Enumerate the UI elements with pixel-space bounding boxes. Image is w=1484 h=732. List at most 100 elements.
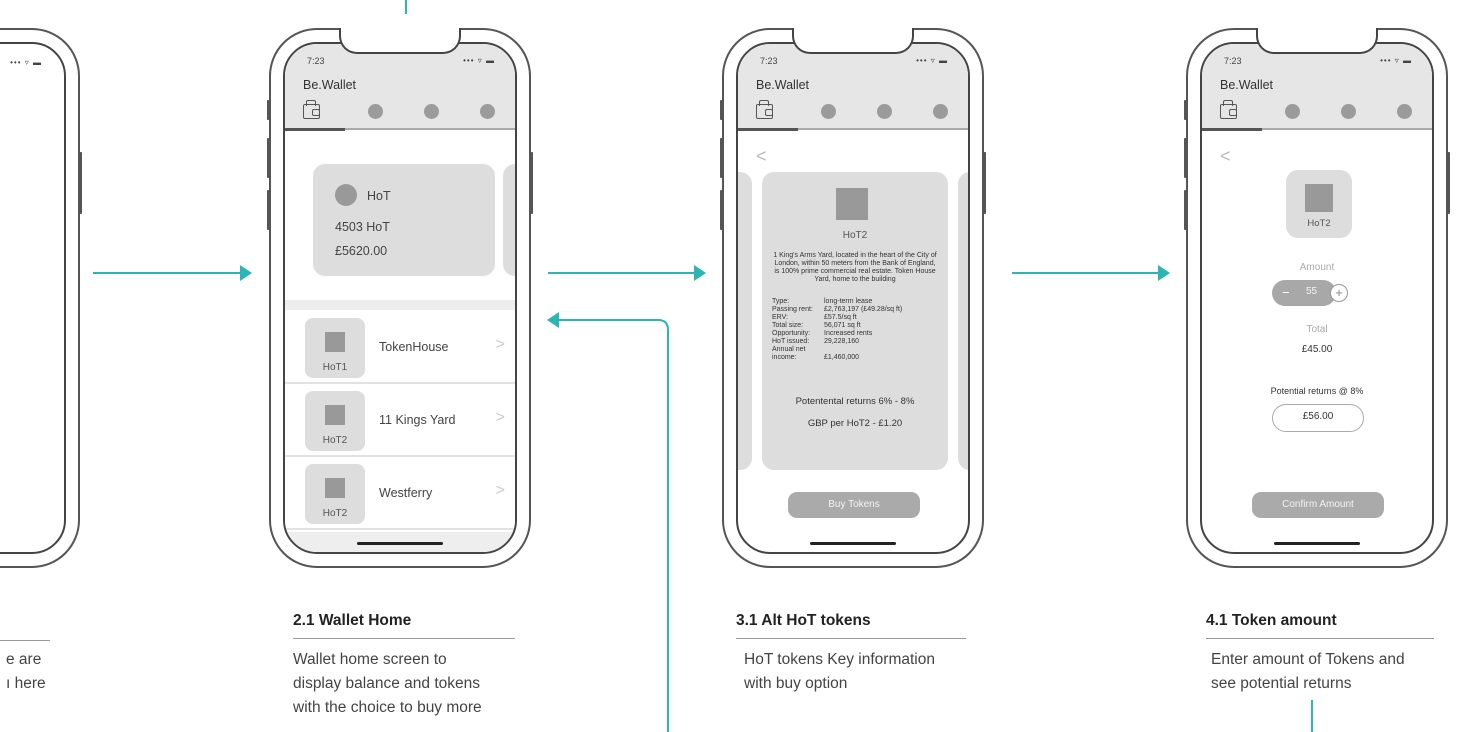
tab-bar bbox=[1202, 100, 1432, 124]
partial-caption-line bbox=[0, 640, 50, 641]
app-title: Be.Wallet bbox=[756, 78, 810, 92]
next-balance-card[interactable] bbox=[503, 164, 515, 276]
token-name: TokenHouse bbox=[379, 340, 449, 354]
returns-value: £56.00 bbox=[1302, 411, 1334, 422]
amount-stepper[interactable] bbox=[1272, 280, 1336, 306]
token-row[interactable]: HoT2 11 Kings Yard > bbox=[285, 385, 515, 457]
partial-phone: ••• ▿ ▬ bbox=[0, 28, 82, 568]
tab-dot-icon[interactable] bbox=[424, 104, 439, 119]
token-thumb-label: HoT2 bbox=[322, 508, 348, 519]
home-indicator[interactable] bbox=[810, 542, 896, 545]
confirm-amount-button[interactable]: Confirm Amount bbox=[1252, 492, 1384, 518]
prev-token-card[interactable] bbox=[738, 172, 752, 470]
detail-value: 56,071 sq ft bbox=[824, 322, 861, 329]
token-thumb-label: HoT1 bbox=[322, 362, 348, 373]
detail-row: HoT issued:29,228,160 bbox=[772, 338, 940, 346]
token-info-card: HoT2 1 King's Arms Yard, located in the … bbox=[762, 172, 948, 470]
detail-label: Total size: bbox=[772, 322, 804, 329]
volume-up-button bbox=[267, 100, 270, 120]
price-per-token: GBP per HoT2 - £1.20 bbox=[807, 418, 903, 429]
token-image-placeholder bbox=[325, 478, 345, 498]
status-time: 7:23 bbox=[307, 56, 325, 66]
balance-token-name: HoT bbox=[367, 189, 391, 203]
partial-phone-screen: ••• ▿ ▬ bbox=[0, 42, 66, 554]
detail-row: Opportunity:Increased rents bbox=[772, 330, 940, 338]
wallet-tab-icon[interactable] bbox=[756, 100, 773, 119]
detail-label: Type: bbox=[772, 298, 790, 305]
tab-dot-icon[interactable] bbox=[1285, 104, 1300, 119]
active-tab-indicator bbox=[738, 128, 798, 131]
partial-description: e are ı here bbox=[6, 648, 46, 696]
power-button bbox=[1447, 152, 1450, 214]
token-name: 11 Kings Yard bbox=[379, 413, 456, 427]
status-time: 7:23 bbox=[760, 56, 778, 66]
token-card-text: 1 King's Arms Yard, located in the heart… bbox=[773, 252, 937, 283]
tab-bar bbox=[285, 100, 515, 124]
tab-dot-icon[interactable] bbox=[368, 104, 383, 119]
detail-value: £1,460,000 bbox=[824, 354, 860, 361]
phone-notch bbox=[339, 28, 461, 54]
tab-dot-icon[interactable] bbox=[1341, 104, 1356, 119]
phone-notch bbox=[1256, 28, 1378, 54]
volume-down-button bbox=[1184, 138, 1187, 178]
phone-alt-hot-tokens: 7:23 ••• ▿ ▬ Be.Wallet < HoT2 1 King's A… bbox=[720, 28, 986, 568]
screen-caption: 4.1 Token amount bbox=[1206, 612, 1337, 629]
tab-dot-icon[interactable] bbox=[877, 104, 892, 119]
arrow-back-to-wallet-home bbox=[547, 312, 669, 732]
amount-label: Amount bbox=[1299, 262, 1335, 273]
wallet-tab-icon[interactable] bbox=[1220, 100, 1237, 119]
detail-row: Passing rent:£2,763,197 (£49.28/sq ft) bbox=[772, 306, 940, 314]
description-line: with buy option bbox=[744, 675, 848, 692]
screen-description: Wallet home screen to display balance an… bbox=[293, 648, 482, 720]
increase-button[interactable]: + bbox=[1330, 284, 1348, 302]
token-image-placeholder bbox=[836, 188, 868, 220]
next-token-card[interactable] bbox=[958, 172, 968, 470]
home-indicator[interactable] bbox=[357, 542, 443, 545]
active-tab-indicator bbox=[285, 128, 345, 131]
token-tile-label: HoT2 bbox=[1307, 218, 1331, 229]
token-list-divider bbox=[285, 300, 515, 310]
token-details: Type:long-term lease Passing rent:£2,763… bbox=[772, 298, 940, 362]
tab-dot-icon[interactable] bbox=[480, 104, 495, 119]
status-icons: ••• ▿ ▬ bbox=[463, 56, 495, 65]
status-icons: ••• ▿ ▬ bbox=[10, 58, 42, 67]
tab-dot-icon[interactable] bbox=[1397, 104, 1412, 119]
buy-tokens-button[interactable]: Buy Tokens bbox=[788, 492, 920, 518]
token-image-placeholder bbox=[325, 332, 345, 352]
silent-switch bbox=[1184, 190, 1187, 230]
wallet-tab-icon[interactable] bbox=[303, 100, 320, 119]
tab-bar bbox=[738, 100, 968, 124]
app-header: 7:23 ••• ▿ ▬ Be.Wallet bbox=[285, 44, 515, 130]
total-label: Total bbox=[1306, 324, 1328, 335]
active-tab-indicator bbox=[1202, 128, 1262, 131]
token-row[interactable]: HoT2 Westferry > bbox=[285, 458, 515, 530]
token-image-placeholder bbox=[1305, 184, 1333, 212]
description-line: with the choice to buy more bbox=[293, 699, 482, 716]
token-thumbnail: HoT2 bbox=[305, 391, 365, 451]
detail-value: 29,228,160 bbox=[824, 338, 860, 345]
back-chevron-icon[interactable]: < bbox=[1220, 146, 1231, 166]
power-button bbox=[983, 152, 986, 214]
home-indicator[interactable] bbox=[1274, 542, 1360, 545]
token-thumbnail: HoT1 bbox=[305, 318, 365, 378]
status-time: 7:23 bbox=[1224, 56, 1242, 66]
tab-dot-icon[interactable] bbox=[933, 104, 948, 119]
detail-row: Annual net income:£1,460,000 bbox=[772, 346, 940, 362]
tab-dot-icon[interactable] bbox=[821, 104, 836, 119]
screen-description: HoT tokens Key information with buy opti… bbox=[744, 648, 935, 696]
balance-value: £5620.00 bbox=[335, 244, 388, 258]
token-thumbnail: HoT2 bbox=[305, 464, 365, 524]
token-card-title: HoT2 bbox=[842, 230, 868, 241]
power-button bbox=[530, 152, 533, 214]
potential-returns: Potentental returns 6% - 8% bbox=[795, 396, 915, 407]
decrease-button[interactable]: − bbox=[1282, 285, 1290, 300]
balance-card[interactable]: HoT 4503 HoT £5620.00 bbox=[313, 164, 495, 276]
arrow-to-token-amount bbox=[1012, 265, 1170, 281]
volume-down-button bbox=[267, 138, 270, 178]
token-row[interactable]: HoT1 TokenHouse > bbox=[285, 312, 515, 384]
returns-field[interactable]: £56.00 bbox=[1272, 404, 1364, 432]
back-chevron-icon[interactable]: < bbox=[756, 146, 767, 166]
alt-hot-tokens-screen: 7:23 ••• ▿ ▬ Be.Wallet < HoT2 1 King's A… bbox=[736, 42, 970, 554]
